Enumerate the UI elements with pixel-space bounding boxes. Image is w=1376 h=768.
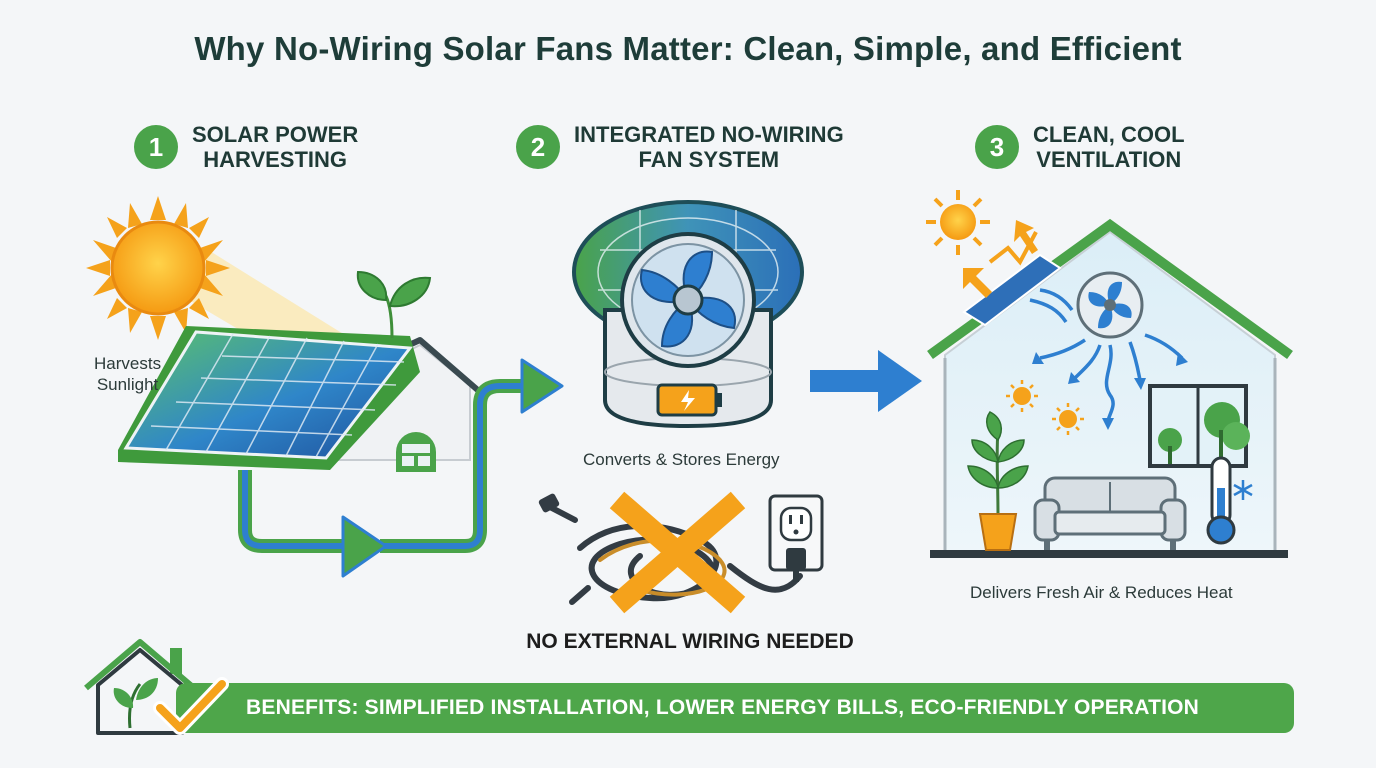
sofa-icon [1033, 476, 1187, 550]
harvest-caption: Harvests Sunlight [94, 354, 162, 394]
window-icon [396, 432, 436, 472]
step-3-header: 3 CLEAN, COOL VENTILATION [975, 122, 1185, 172]
step-1-header: 1 SOLAR POWER HARVESTING [134, 122, 358, 172]
sun-icon [1052, 403, 1084, 435]
no-wiring-label: NO EXTERNAL WIRING NEEDED [526, 630, 854, 653]
sun-icon [1006, 380, 1038, 412]
wall-outlet-icon [768, 494, 824, 582]
solar-panel-icon [118, 326, 420, 470]
step-2-header: 2 INTEGRATED NO-WIRING FAN SYSTEM [516, 122, 844, 172]
page-title: Why No-Wiring Solar Fans Matter: Clean, … [194, 30, 1182, 67]
sun-icon [926, 190, 990, 255]
fan-icon [572, 200, 804, 429]
step-2-title: INTEGRATED NO-WIRING FAN SYSTEM [574, 122, 844, 172]
step-2-number: 2 [516, 125, 560, 169]
right-arrow-icon [810, 350, 922, 412]
delivers-caption: Delivers Fresh Air & Reduces Heat [970, 583, 1233, 602]
ventilated-house-icon [926, 190, 1293, 558]
window-icon [1148, 384, 1250, 468]
leaf-icon [356, 270, 432, 339]
benefits-banner [176, 683, 1294, 733]
battery-icon [656, 383, 722, 417]
cross-icon [609, 491, 746, 614]
plant-icon [967, 411, 1029, 551]
thermometer-icon [1206, 456, 1236, 545]
sun-icon [86, 196, 230, 340]
step-1-title: SOLAR POWER HARVESTING [192, 122, 359, 172]
flow-arrow-icon [238, 358, 564, 578]
benefits-text: BENEFITS: SIMPLIFIED INSTALLATION, LOWER… [246, 696, 1200, 719]
snowflake-icon [1233, 480, 1253, 500]
step-3-title: CLEAN, COOL VENTILATION [1033, 122, 1185, 172]
step-1-number: 1 [134, 125, 178, 169]
step-3-number: 3 [975, 125, 1019, 169]
converts-caption: Converts & Stores Energy [583, 450, 780, 469]
